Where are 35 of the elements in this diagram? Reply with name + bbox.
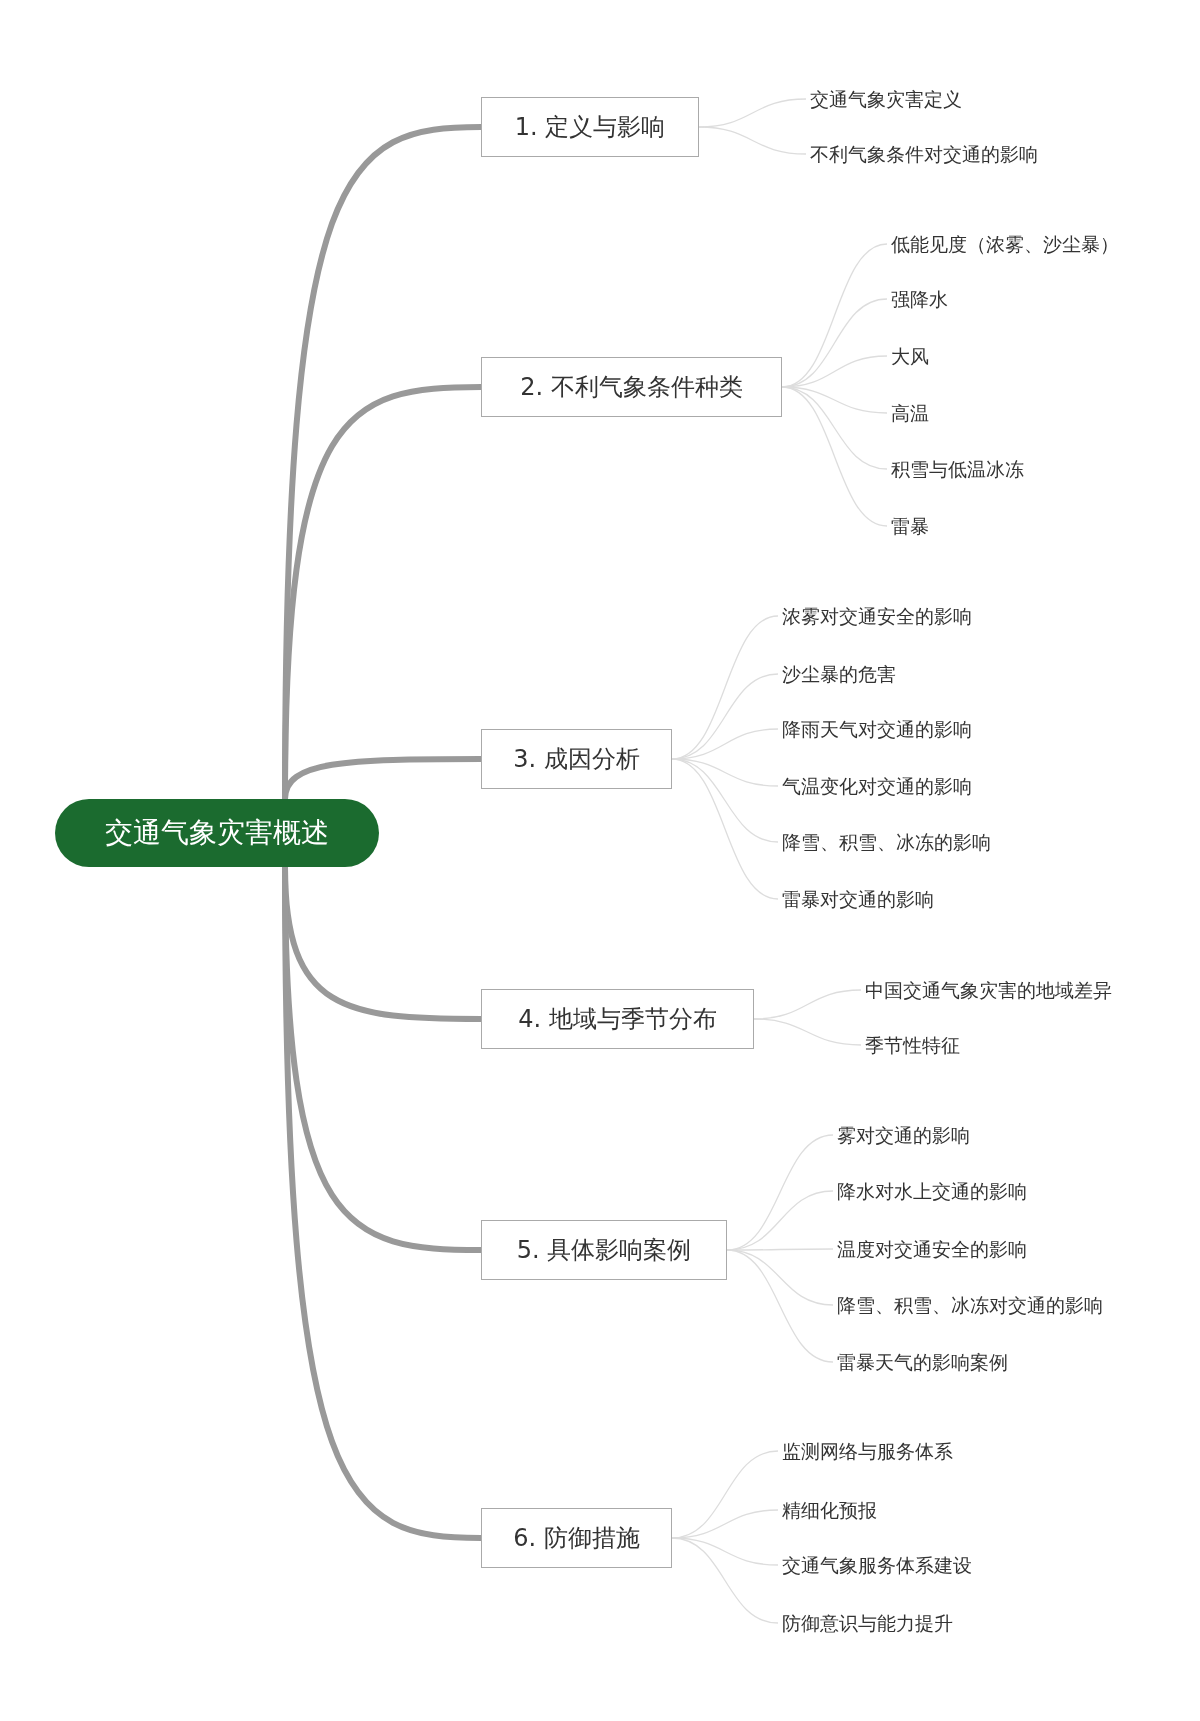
subtopic-text: 温度对交通安全的影响 [837, 1236, 1027, 1262]
subtopic-text: 雾对交通的影响 [837, 1122, 970, 1148]
subtopic-text: 防御意识与能力提升 [782, 1610, 953, 1636]
subtopic-text: 降雨天气对交通的影响 [782, 716, 972, 742]
subtopic-text: 降雪、积雪、冰冻对交通的影响 [837, 1292, 1103, 1318]
root-topic: 交通气象灾害概述 [55, 799, 379, 867]
subtopic-text: 强降水 [891, 286, 948, 312]
subtopic-text: 雷暴天气的影响案例 [837, 1349, 1008, 1375]
subtopic-text: 季节性特征 [865, 1032, 960, 1058]
topic-box: 2. 不利气象条件种类 [481, 357, 782, 417]
subtopic-text: 气温变化对交通的影响 [782, 773, 972, 799]
subtopic-text: 降水对水上交通的影响 [837, 1178, 1027, 1204]
subtopic-text: 交通气象灾害定义 [810, 86, 962, 112]
subtopic-text: 浓雾对交通安全的影响 [782, 603, 972, 629]
topic-box: 5. 具体影响案例 [481, 1220, 727, 1280]
subtopic-text: 高温 [891, 400, 929, 426]
subtopic-text: 低能见度（浓雾、沙尘暴） [891, 231, 1119, 257]
subtopic-text: 降雪、积雪、冰冻的影响 [782, 829, 991, 855]
subtopic-text: 不利气象条件对交通的影响 [810, 141, 1038, 167]
connector-line [753, 1018, 862, 1046]
subtopic-text: 沙尘暴的危害 [782, 661, 896, 687]
subtopic-text: 精细化预报 [782, 1497, 877, 1523]
subtopic-text: 大风 [891, 343, 929, 369]
topic-box: 3. 成因分析 [481, 729, 672, 789]
subtopic-text: 积雪与低温冰冻 [891, 456, 1024, 482]
connector-line [282, 756, 481, 800]
topic-box: 6. 防御措施 [481, 1508, 672, 1568]
topic-box: 4. 地域与季节分布 [481, 989, 754, 1049]
topic-box: 1. 定义与影响 [481, 97, 699, 157]
subtopic-text: 中国交通气象灾害的地域差异 [865, 977, 1112, 1003]
subtopic-text: 交通气象服务体系建设 [782, 1552, 972, 1578]
subtopic-text: 雷暴对交通的影响 [782, 886, 934, 912]
subtopic-text: 监测网络与服务体系 [782, 1438, 953, 1464]
connector-line [698, 126, 807, 155]
subtopic-text: 雷暴 [891, 513, 929, 539]
